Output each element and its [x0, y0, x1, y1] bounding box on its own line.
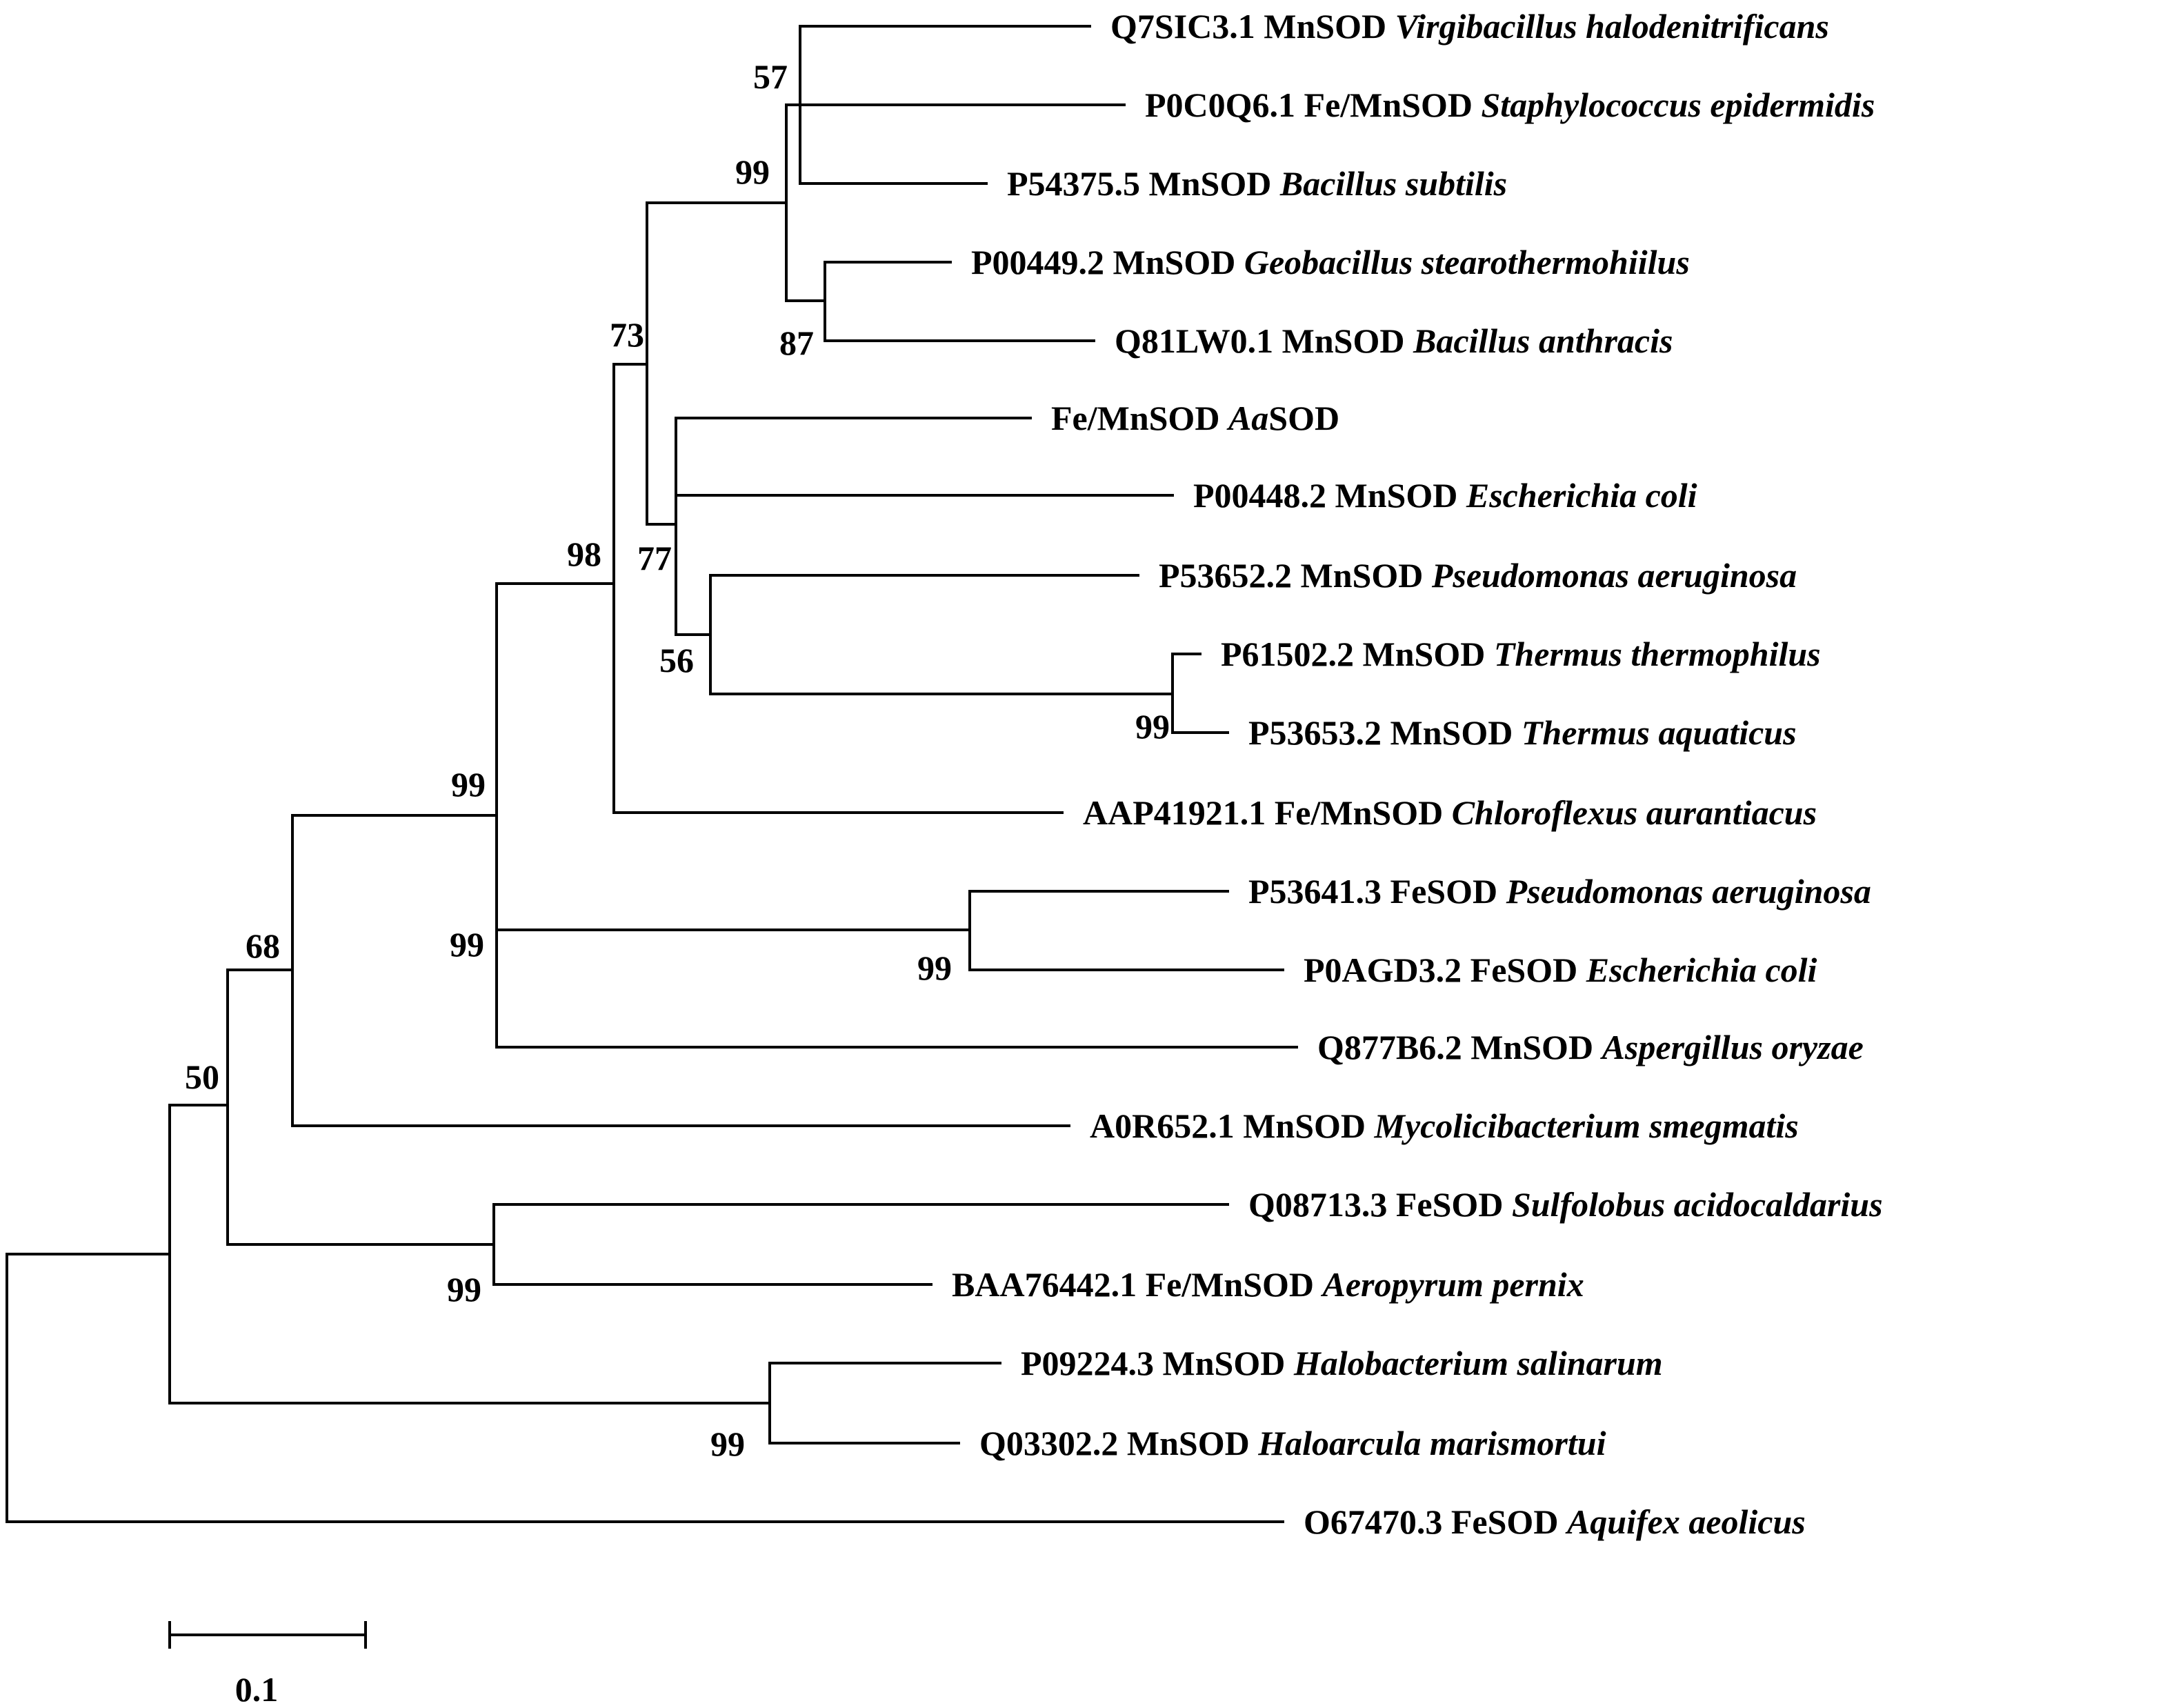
taxon-label: Q03302.2 MnSOD Haloarcula marismortui [979, 1424, 1606, 1462]
taxon-label: P09224.3 MnSOD Halobacterium salinarum [1021, 1344, 1663, 1382]
taxon-species: Escherichia coli [1466, 476, 1697, 515]
taxon-accession-type: Q7SIC3.1 MnSOD [1110, 7, 1395, 46]
taxon-label: P0C0Q6.1 Fe/MnSOD Staphylococcus epiderm… [1145, 86, 1875, 124]
taxon-species: Pseudomonas aeruginosa [1431, 556, 1797, 595]
scale-bar: 0.1 [168, 1621, 367, 1708]
bootstrap-value: 99 [1135, 707, 1170, 746]
taxon-label: P00449.2 MnSOD Geobacillus stearothermoh… [971, 243, 1690, 281]
bootstrap-value: 87 [779, 324, 814, 362]
taxon-accession-type: O67470.3 FeSOD [1304, 1502, 1567, 1541]
taxon-accession-type: P00448.2 MnSOD [1193, 476, 1466, 515]
bootstrap-value: 68 [246, 926, 280, 965]
taxon-suffix: SOD [1268, 399, 1339, 437]
taxon-species: Virgibacillus halodenitrificans [1395, 7, 1829, 46]
taxon-species: Aa [1226, 399, 1268, 437]
taxon-accession-type: AAP41921.1 Fe/MnSOD [1083, 793, 1452, 832]
taxon-accession-type: P53653.2 MnSOD [1248, 713, 1522, 752]
taxon-species: Escherichia coli [1586, 951, 1817, 989]
taxon-accession-type: P09224.3 MnSOD [1021, 1344, 1294, 1382]
taxon-label: O67470.3 FeSOD Aquifex aeolicus [1304, 1502, 1806, 1541]
bootstrap-value: 99 [735, 152, 770, 191]
taxon-label: Q877B6.2 MnSOD Aspergillus oryzae [1317, 1028, 1864, 1066]
bootstrap-value: 56 [659, 641, 694, 679]
bootstrap-value: 99 [450, 925, 484, 964]
taxon-label: P53653.2 MnSOD Thermus aquaticus [1248, 713, 1797, 752]
bootstrap-value: 50 [185, 1057, 219, 1096]
taxon-label: Fe/MnSOD AaSOD [1051, 399, 1339, 437]
taxon-accession-type: P61502.2 MnSOD [1221, 635, 1494, 673]
bootstrap-value: 99 [451, 765, 486, 804]
taxon-species: Aeropyrum pernix [1321, 1265, 1584, 1304]
bootstrap-value: 77 [637, 539, 672, 577]
taxon-accession-type: Q08713.3 FeSOD [1248, 1185, 1512, 1224]
taxon-label: A0R652.1 MnSOD Mycolicibacterium smegmat… [1090, 1106, 1799, 1145]
taxon-species: Bacillus anthracis [1413, 321, 1673, 360]
taxon-accession-type: Q877B6.2 MnSOD [1317, 1028, 1602, 1066]
taxon-label: P53652.2 MnSOD Pseudomonas aeruginosa [1159, 556, 1797, 595]
taxon-species: Thermus thermophilus [1494, 635, 1821, 673]
taxon-accession-type: P00449.2 MnSOD [971, 243, 1244, 281]
taxon-accession-type: P53652.2 MnSOD [1159, 556, 1432, 595]
bootstrap-value: 57 [753, 57, 788, 96]
taxon-labels: Q7SIC3.1 MnSOD Virgibacillus halodenitri… [952, 7, 1883, 1541]
bootstrap-value: 98 [567, 535, 601, 573]
taxon-species: Mycolicibacterium smegmatis [1374, 1106, 1799, 1145]
taxon-accession-type: BAA76442.1 Fe/MnSOD [952, 1265, 1323, 1304]
scale-bar-label: 0.1 [235, 1670, 279, 1708]
taxon-label: Q7SIC3.1 MnSOD Virgibacillus halodenitri… [1110, 7, 1829, 46]
taxon-accession-type: P53641.3 FeSOD [1248, 872, 1506, 911]
taxon-label: P61502.2 MnSOD Thermus thermophilus [1221, 635, 1821, 673]
taxon-accession-type: Fe/MnSOD [1051, 399, 1228, 437]
taxon-species: Halobacterium salinarum [1293, 1344, 1663, 1382]
bootstrap-value: 99 [710, 1424, 745, 1463]
taxon-species: Staphylococcus epidermidis [1481, 86, 1875, 124]
taxon-label: Q81LW0.1 MnSOD Bacillus anthracis [1115, 321, 1673, 360]
taxon-label: Q08713.3 FeSOD Sulfolobus acidocaldarius [1248, 1185, 1883, 1224]
taxon-label: P00448.2 MnSOD Escherichia coli [1193, 476, 1697, 515]
taxon-species: Pseudomonas aeruginosa [1506, 872, 1871, 911]
taxon-label: P54375.5 MnSOD Bacillus subtilis [1007, 164, 1507, 203]
taxon-species: Aquifex aeolicus [1565, 1502, 1806, 1541]
taxon-species: Bacillus subtilis [1279, 164, 1507, 203]
taxon-species: Geobacillus stearothermohiilus [1244, 243, 1690, 281]
taxon-accession-type: P0AGD3.2 FeSOD [1304, 951, 1586, 989]
tree-branches [6, 25, 1298, 1523]
bootstrap-labels: 57 99 87 73 77 56 99 98 99 99 99 68 99 50 99 [185, 57, 1170, 1463]
taxon-species: Aspergillus oryzae [1600, 1028, 1864, 1066]
taxon-label: AAP41921.1 Fe/MnSOD Chloroflexus auranti… [1083, 793, 1817, 832]
taxon-label: BAA76442.1 Fe/MnSOD Aeropyrum pernix [952, 1265, 1584, 1304]
taxon-accession-type: A0R652.1 MnSOD [1090, 1106, 1375, 1145]
taxon-species: Thermus aquaticus [1522, 713, 1797, 752]
taxon-label: P53641.3 FeSOD Pseudomonas aeruginosa [1248, 872, 1871, 911]
bootstrap-value: 99 [917, 949, 952, 987]
taxon-label: P0AGD3.2 FeSOD Escherichia coli [1304, 951, 1817, 989]
taxon-species: Haloarcula marismortui [1257, 1424, 1606, 1462]
bootstrap-value: 99 [447, 1270, 481, 1309]
taxon-accession-type: Q81LW0.1 MnSOD [1115, 321, 1413, 360]
taxon-accession-type: Q03302.2 MnSOD [979, 1424, 1258, 1462]
taxon-accession-type: P0C0Q6.1 Fe/MnSOD [1145, 86, 1481, 124]
taxon-species: Chloroflexus aurantiacus [1452, 793, 1817, 832]
bootstrap-value: 73 [610, 315, 644, 354]
taxon-species: Sulfolobus acidocaldarius [1512, 1185, 1883, 1224]
taxon-accession-type: P54375.5 MnSOD [1007, 164, 1280, 203]
